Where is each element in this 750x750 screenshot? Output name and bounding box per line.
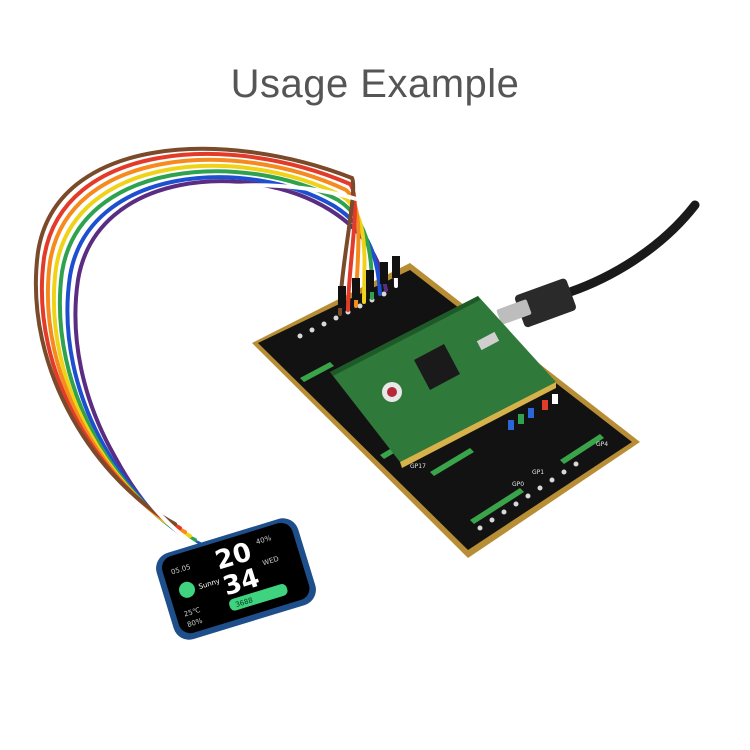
- jumper-wire-icon: [33, 146, 400, 554]
- svg-text:GP17: GP17: [410, 463, 426, 470]
- svg-text:GP1: GP1: [532, 469, 544, 476]
- steps-badge: [229, 584, 288, 611]
- sun-icon: [179, 581, 196, 598]
- round-lcd-display-icon: 20 34 40% WED 05.05 Sunny 3688 25℃ 80%: [156, 518, 316, 640]
- svg-text:GP4: GP4: [596, 441, 608, 448]
- svg-text:GP0: GP0: [512, 481, 524, 488]
- page-title: Usage Example: [230, 62, 520, 106]
- micro-usb-cable-icon: [496, 200, 700, 328]
- raspberry-pi-pico-icon: [330, 296, 556, 468]
